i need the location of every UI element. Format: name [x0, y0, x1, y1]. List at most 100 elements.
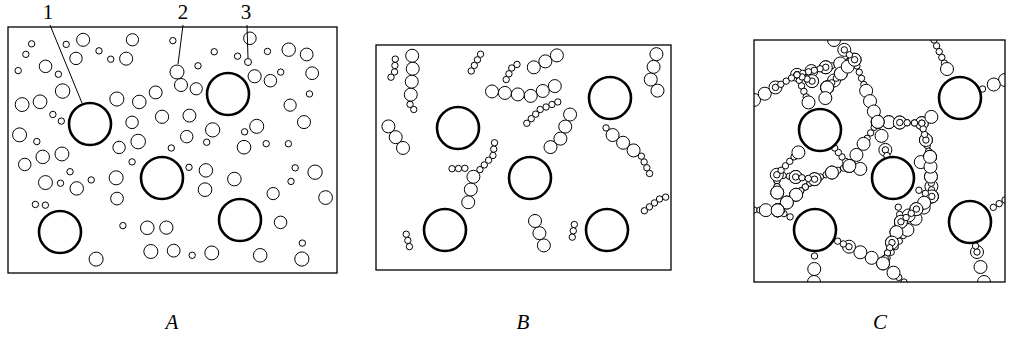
particle — [650, 48, 663, 61]
particle — [929, 193, 935, 199]
particle — [851, 57, 857, 63]
particle — [167, 244, 180, 257]
particle — [406, 62, 419, 75]
particle — [843, 159, 856, 172]
particle — [819, 92, 832, 105]
particle — [300, 48, 313, 61]
particle — [462, 165, 468, 171]
callout-number: 2 — [178, 2, 189, 23]
particle — [811, 176, 817, 182]
particle — [32, 201, 38, 207]
particle — [895, 204, 901, 210]
particle — [70, 52, 82, 64]
particle — [391, 69, 397, 75]
particle — [524, 89, 537, 102]
leader-line — [178, 25, 183, 64]
particle — [168, 145, 174, 151]
panel-label: C — [873, 312, 887, 333]
particle — [759, 204, 772, 217]
particle — [771, 204, 784, 217]
particle — [550, 49, 563, 62]
particle — [544, 141, 557, 154]
particle — [33, 95, 47, 109]
particle — [811, 176, 817, 182]
particle — [792, 174, 798, 180]
particle — [811, 253, 817, 259]
particle — [858, 75, 864, 81]
particle — [771, 204, 784, 217]
particle — [498, 86, 511, 99]
particle — [904, 120, 910, 126]
panel-label: B — [517, 312, 530, 333]
particle — [647, 60, 660, 73]
particle — [55, 147, 69, 161]
large-particle — [586, 209, 628, 251]
particle — [916, 187, 922, 193]
particle — [403, 231, 409, 237]
particle — [109, 171, 123, 185]
particle — [925, 110, 938, 123]
large-particle — [437, 107, 479, 149]
particle — [491, 140, 497, 146]
particle — [462, 196, 475, 209]
particle — [477, 51, 483, 57]
particle — [871, 115, 884, 128]
particle — [974, 249, 980, 255]
panel-frame — [754, 40, 1005, 282]
particle — [392, 56, 398, 62]
particle — [170, 65, 184, 79]
particle — [131, 134, 146, 149]
particle — [183, 109, 196, 122]
particle — [237, 140, 251, 154]
particle — [897, 119, 903, 125]
panel-frame-group — [748, 34, 1012, 289]
particle — [871, 115, 884, 128]
particle — [203, 139, 209, 145]
particle — [527, 61, 540, 74]
particle — [113, 141, 125, 153]
particle — [67, 169, 73, 175]
particle — [288, 178, 294, 184]
panel-label: A — [166, 312, 179, 333]
particle — [88, 177, 94, 183]
large-particle — [207, 73, 249, 115]
particle — [292, 165, 298, 171]
particle — [382, 120, 395, 133]
particle — [126, 34, 138, 46]
particle — [792, 174, 798, 180]
particle — [802, 96, 815, 109]
particle — [570, 228, 576, 234]
particle — [285, 141, 291, 147]
particle — [206, 123, 220, 137]
particle — [787, 214, 793, 220]
particle — [175, 79, 188, 92]
particle — [771, 204, 784, 217]
particle — [904, 120, 910, 126]
particle — [794, 72, 800, 78]
particle — [877, 257, 890, 270]
particle — [799, 175, 805, 181]
particle — [248, 70, 261, 83]
particle — [771, 186, 784, 199]
particle — [771, 204, 784, 217]
particle — [771, 186, 784, 199]
particle — [250, 119, 264, 133]
particle — [794, 72, 800, 78]
large-particle — [39, 211, 81, 253]
particle — [306, 67, 319, 80]
particle — [120, 52, 133, 65]
callout-number: 1 — [43, 2, 54, 23]
particle — [126, 116, 139, 129]
particle — [28, 41, 34, 47]
particle — [295, 252, 309, 266]
particle — [808, 276, 821, 283]
particle — [603, 125, 609, 131]
particle — [524, 120, 530, 126]
particle — [511, 88, 524, 101]
particle — [253, 249, 267, 263]
particle — [941, 63, 954, 76]
particle — [189, 252, 195, 258]
particle — [851, 57, 857, 63]
particle — [485, 85, 498, 98]
